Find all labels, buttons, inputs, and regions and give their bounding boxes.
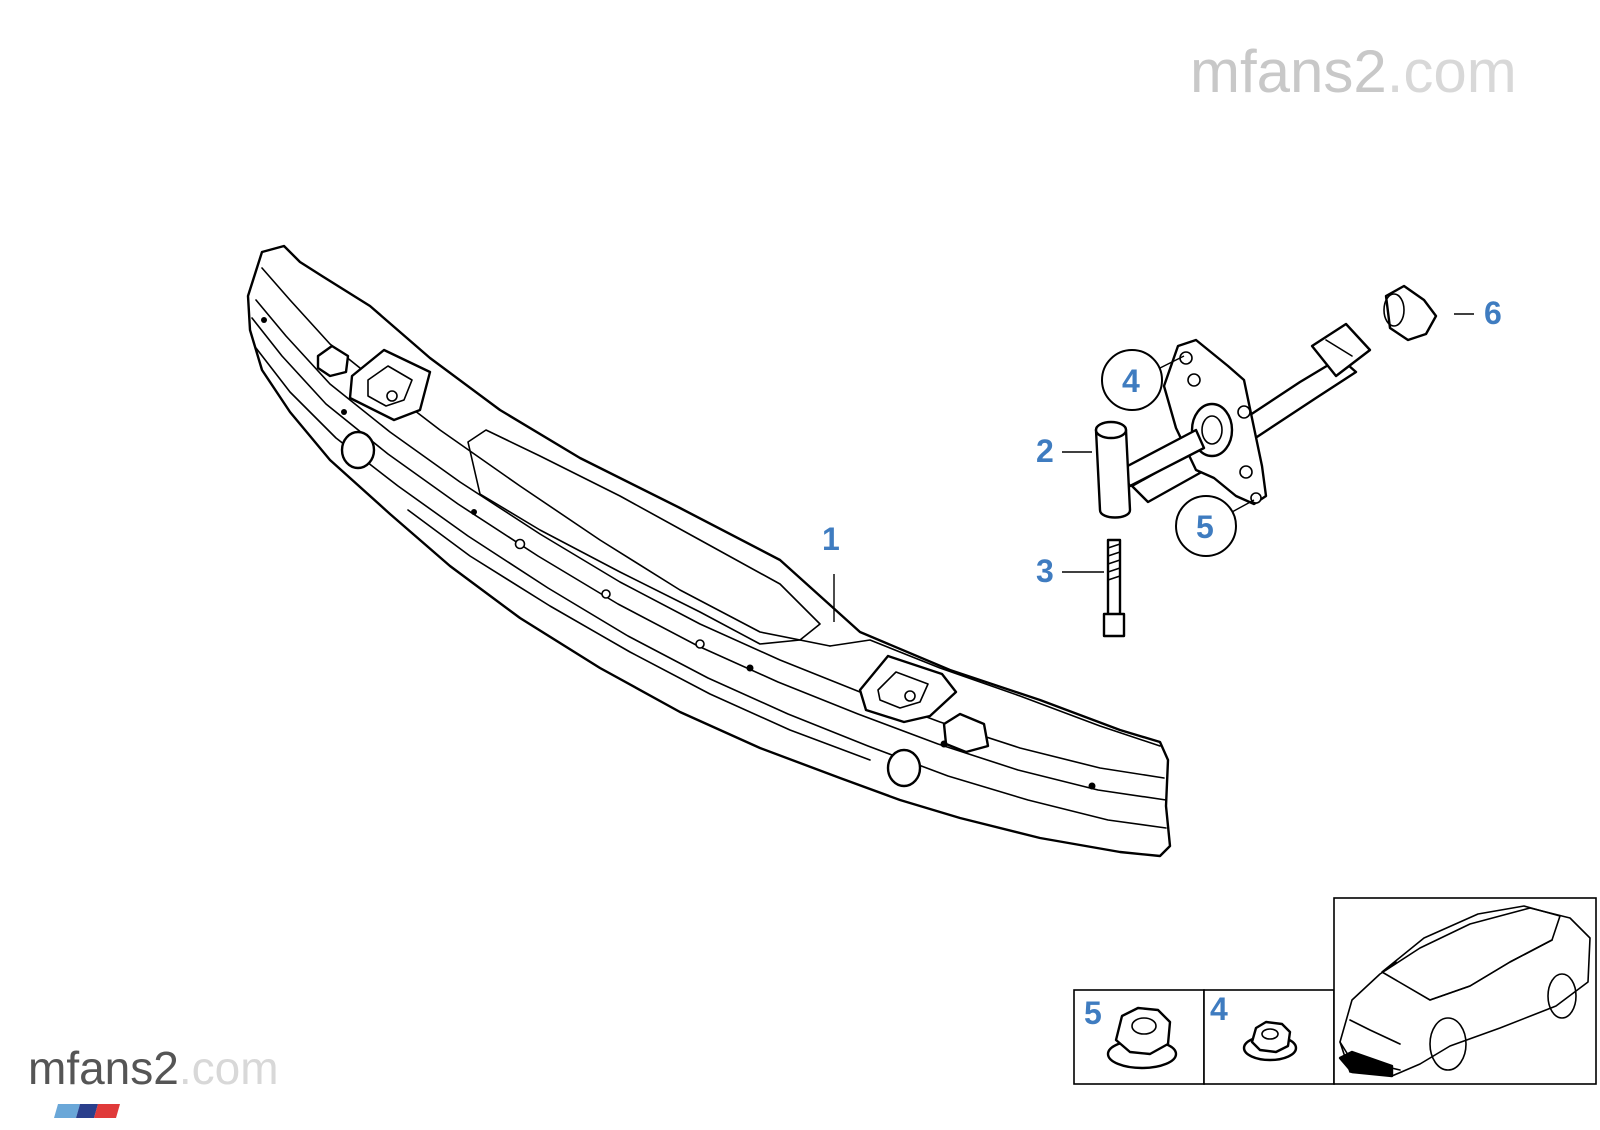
m-stripes-logo xyxy=(54,1104,120,1118)
watermark-top-suffix: .com xyxy=(1387,38,1517,105)
callout-part-3: 3 xyxy=(1036,553,1054,589)
legend-label-nut-4: 4 xyxy=(1210,991,1228,1027)
callout-ring-part-5 xyxy=(1175,495,1237,557)
callout-part-1: 1 xyxy=(822,521,840,557)
watermark-top-main: mfans2 xyxy=(1190,38,1387,105)
leader-part-5 xyxy=(1231,499,1255,513)
legend-panel: 5 4 xyxy=(1073,897,1597,1085)
flange-nut-4-icon xyxy=(1242,1020,1298,1062)
callout-part-2: 2 xyxy=(1036,433,1054,469)
callout-part-6: 6 xyxy=(1484,295,1502,331)
flange-nut-5-icon xyxy=(1106,1006,1178,1070)
callout-part-4: 4 xyxy=(1122,363,1140,399)
watermark-bottom: mfans2.com xyxy=(28,1042,279,1094)
watermark-bottom-suffix: .com xyxy=(179,1042,279,1094)
vehicle-locator-icon xyxy=(1338,905,1591,1078)
leader-part-4 xyxy=(1159,355,1185,369)
tow-mount-assembly xyxy=(1094,284,1438,638)
bumper-carrier xyxy=(246,244,1172,858)
watermark-top: mfans2.com xyxy=(1190,38,1517,105)
legend-label-nut-5: 5 xyxy=(1084,995,1102,1031)
watermark-bottom-main: mfans2 xyxy=(28,1042,179,1094)
callout-part-5: 5 xyxy=(1196,509,1214,545)
callout-ring-part-4 xyxy=(1101,349,1163,411)
